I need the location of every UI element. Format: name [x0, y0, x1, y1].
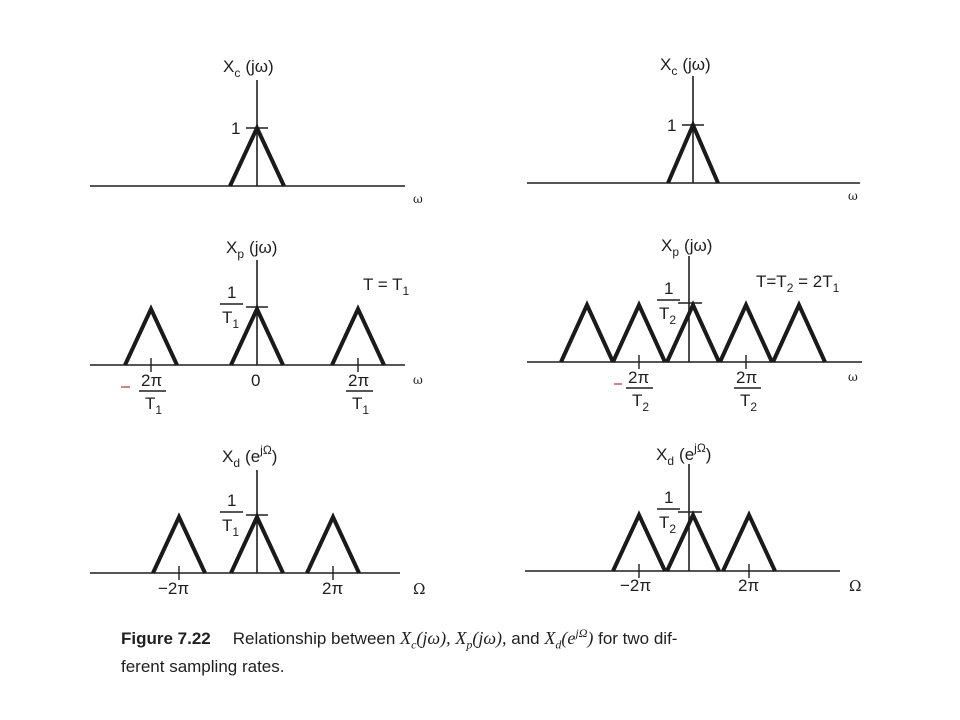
xc-left-spectrum-triangle	[228, 123, 286, 187]
xc-left-axis-label: ω	[413, 192, 423, 206]
xp-left-height-den: T1	[222, 308, 239, 331]
xp-right-height-num: 1	[664, 279, 673, 298]
xp-left-tick-right-den: T1	[352, 394, 369, 417]
xp-left-tick-left-den: T1	[145, 394, 162, 417]
xc-right-axis-label: ω	[848, 189, 858, 203]
xd-right-replica-center	[665, 510, 721, 572]
xc-left-height-label: 1	[231, 119, 240, 138]
xd-left-axis-label: Ω	[413, 580, 425, 598]
xp-right-replica-1	[559, 300, 615, 363]
xd-right-tick-left-label: −2π	[620, 576, 651, 595]
xc-right-spectrum-triangle	[666, 119, 720, 184]
figure-number: Figure 7.22	[121, 629, 211, 648]
caption-term-xp: Xp(jω),	[455, 628, 507, 652]
panel-xd-left: Xd(ejΩ) 1 T1 −2π 2π Ω	[90, 443, 425, 598]
xp-right-replica-3	[665, 300, 721, 363]
xd-left-replica-center	[229, 512, 285, 574]
xp-left-replica-center	[229, 304, 285, 366]
xp-right-replica-4	[718, 300, 774, 363]
xp-right-height-den: T2	[659, 304, 676, 327]
xd-left-tick-left-label: −2π	[158, 579, 189, 598]
xd-right-axis-label: Ω	[849, 577, 861, 595]
xp-left-height-num: 1	[227, 283, 236, 302]
xp-left-tick-left-num: 2π	[141, 371, 162, 390]
xd-left-height-den: T1	[222, 516, 239, 539]
xp-right-tick-left-den: T2	[632, 391, 649, 414]
xp-right-tick-left-num: 2π	[628, 368, 649, 387]
caption-term-xd: Xd(ejΩ)	[544, 626, 594, 652]
xp-left-replica-left	[123, 304, 179, 366]
xp-left-replica-right	[330, 304, 386, 366]
xp-right-title: Xp(jω)	[661, 236, 712, 259]
xp-left-axis-label: ω	[413, 373, 423, 387]
panel-xc-left: Xc(jω) 1 ω	[90, 57, 423, 206]
xd-right-tick-right-label: 2π	[738, 576, 759, 595]
xp-left-tick-right-num: 2π	[348, 371, 369, 390]
xp-right-replica-5	[771, 300, 827, 363]
xp-right-axis-label: ω	[848, 370, 858, 384]
xp-left-period-label: T = T1	[363, 275, 410, 298]
xp-right-tick-right-num: 2π	[736, 368, 757, 387]
xp-right-replica-2	[611, 300, 667, 363]
xd-left-replica-left	[151, 512, 207, 574]
xc-right-title: Xc(jω)	[660, 55, 711, 78]
panel-xp-right: Xp(jω) 1 T2 T=T2 = 2T1 2π T2 2π T2 ω	[527, 236, 862, 414]
xd-right-title: Xd(ejΩ)	[656, 441, 711, 468]
panel-xp-left: Xp(jω) 1 T1 T = T1 2π T1 0 2π T1 ω	[90, 238, 423, 417]
xd-right-height-num: 1	[664, 488, 673, 507]
caption-line-2: ferent sampling rates.	[121, 656, 285, 676]
xd-left-tick-right-label: 2π	[322, 579, 343, 598]
xp-right-period-label: T=T2 = 2T1	[756, 272, 840, 295]
xd-right-replica-right	[721, 510, 777, 572]
caption-term-xc: Xc(jω),	[400, 628, 451, 652]
panel-xd-right: Xd(ejΩ) 1 T2 −2π 2π Ω	[525, 441, 861, 595]
caption-text-and: and	[511, 629, 540, 648]
caption-text-before: Relationship between	[232, 629, 396, 648]
xp-right-tick-right-den: T2	[740, 391, 757, 414]
xp-left-tick-center: 0	[251, 371, 260, 390]
xd-right-replica-left	[611, 510, 667, 572]
panel-xc-right: Xc(jω) 1 ω	[527, 55, 860, 203]
xd-left-height-num: 1	[227, 491, 236, 510]
xd-left-title: Xd(ejΩ)	[222, 443, 277, 470]
xc-left-title: Xc(jω)	[223, 57, 274, 80]
xd-left-replica-right	[305, 512, 361, 574]
caption-text-after: for two dif-	[598, 629, 678, 648]
xc-right-height-label: 1	[667, 116, 676, 135]
xp-left-title: Xp(jω)	[226, 238, 277, 261]
xd-right-height-den: T2	[659, 513, 676, 536]
